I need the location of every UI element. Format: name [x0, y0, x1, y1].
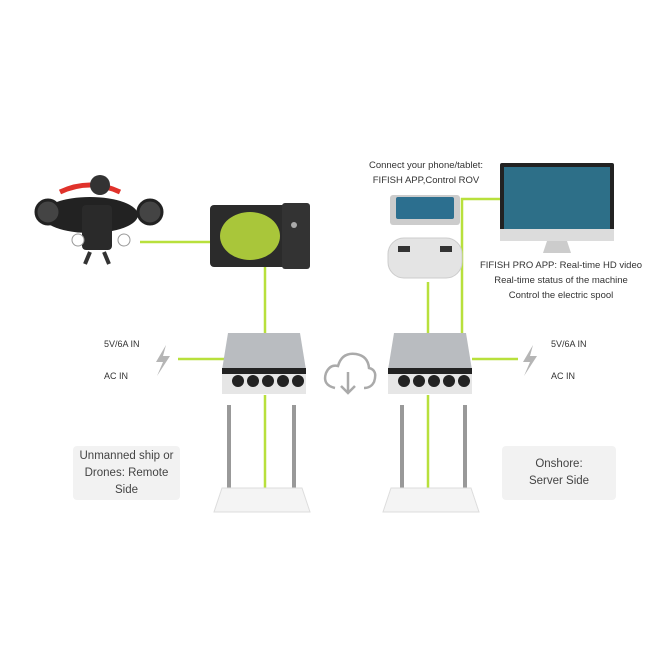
server-side-label-box: Onshore: Server Side [502, 446, 616, 500]
monitor-caption: FIFISH PRO APP: Real-time HD video Real-… [476, 258, 646, 303]
left-hub-image [222, 333, 306, 394]
phone-caption-line2: FIFISH APP,Control ROV [372, 175, 480, 186]
monitor-image [500, 163, 614, 253]
server-side-line1: Onshore: [535, 458, 583, 470]
right-ac-input-label: AC IN [551, 371, 576, 381]
right-lightning-icon [523, 345, 537, 376]
rov-drone-image [34, 175, 164, 265]
remote-side-label-box: Unmanned ship or Drones: Remote Side [73, 446, 180, 500]
phone-caption-line1: Connect your phone/tablet: [368, 160, 484, 171]
left-lightning-icon [156, 345, 170, 376]
remote-side-line2: Drones: Remote Side [84, 466, 169, 496]
right-dc-input-label: 5V/6A IN [551, 339, 587, 349]
monitor-caption-line3: Control the electric spool [508, 290, 614, 301]
monitor-caption-line2: Real-time status of the machine [494, 275, 628, 286]
cable-spool-image [210, 203, 310, 269]
right-router-image [382, 405, 480, 513]
remote-side-line1: Unmanned ship or [79, 449, 174, 462]
server-side-line2: Server Side [528, 475, 590, 487]
left-dc-input-label: 5V/6A IN [104, 339, 140, 349]
left-router-image [213, 405, 311, 513]
left-ac-input-label: AC IN [104, 371, 129, 381]
right-hub-image [388, 333, 472, 394]
remote-controller-image [387, 195, 463, 279]
monitor-caption-line1: FIFISH PRO APP: Real-time HD video [479, 260, 643, 271]
connection-lines [140, 197, 518, 490]
phone-caption: Connect your phone/tablet: FIFISH APP,Co… [356, 158, 496, 188]
monitor-hub-link [460, 197, 502, 335]
cloud-download-icon [323, 352, 377, 395]
